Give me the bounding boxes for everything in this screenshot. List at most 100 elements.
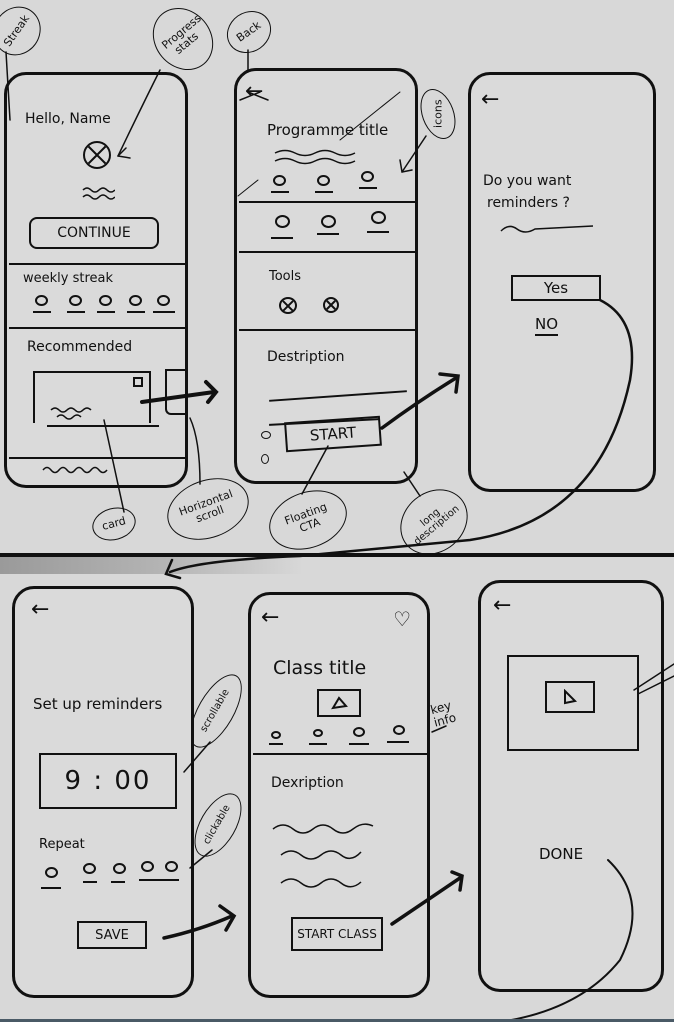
programme-divider-1 [239, 201, 415, 203]
scan-edge [0, 1019, 674, 1022]
annotation-floating-cta-text: Floating CTA [282, 500, 329, 535]
back-arrow-icon[interactable]: ← [31, 597, 50, 622]
favorite-heart-icon[interactable]: ♡ [393, 607, 411, 631]
reminder-question-line-1: Do you want [483, 173, 572, 189]
card-shadow-line [47, 425, 159, 427]
repeat-day-1[interactable] [45, 867, 58, 878]
screen-done: ← DONE [478, 580, 664, 992]
streak-day-2[interactable] [69, 295, 82, 306]
key-info-icon-1-underline [269, 743, 283, 745]
reminder-setup-title: Set up reminders [33, 695, 163, 713]
description-line-1 [269, 390, 407, 402]
done-button[interactable]: DONE [539, 845, 583, 863]
annotation-key-info: key info [429, 696, 467, 730]
start-button-label: START [309, 423, 357, 445]
tools-label: Tools [269, 269, 302, 284]
key-info-icon-3 [353, 727, 365, 737]
key-info-icon-2-underline [309, 743, 327, 745]
programme-title: Programme title [267, 121, 389, 139]
repeat-day-5[interactable] [165, 861, 178, 872]
home-bottom-squiggle [42, 466, 108, 474]
start-button[interactable]: START [284, 415, 382, 453]
programme-subtitle-squiggle [274, 149, 356, 165]
annotation-floating-cta: Floating CTA [260, 480, 356, 560]
streak-day-3[interactable] [99, 295, 112, 306]
annotation-scrollable-text: scrollable [198, 687, 233, 735]
home-divider-2 [9, 327, 185, 329]
yes-button-label: Yes [543, 279, 569, 297]
programme-info-icon-1 [273, 175, 286, 186]
programme-info-icon-2-underline [315, 191, 333, 193]
time-picker-value: 9 : 00 [64, 766, 152, 796]
class-video-thumbnail[interactable] [317, 689, 361, 717]
recommended-label: Recommended [27, 339, 133, 355]
recommended-card[interactable] [33, 371, 151, 423]
back-arrow-icon[interactable]: ← [245, 79, 264, 104]
annotation-clickable-text: clickable [201, 803, 234, 847]
start-class-button[interactable]: START CLASS [291, 917, 383, 951]
annotation-icons: icons [414, 84, 462, 144]
repeat-day-4[interactable] [141, 861, 154, 872]
repeat-day-45-underline [139, 879, 179, 881]
annotation-card-text: card [100, 514, 128, 534]
annotation-clickable: clickable [184, 785, 252, 865]
play-icon [331, 696, 348, 710]
streak-day-4-underline [127, 311, 145, 313]
programme-info-icon-1-underline [271, 191, 289, 193]
annotation-back-text: Back [234, 18, 264, 45]
class-description-squiggles [272, 823, 374, 888]
repeat-day-3[interactable] [113, 863, 126, 874]
class-divider [253, 753, 429, 755]
save-button[interactable]: SAVE [77, 921, 147, 949]
programme-divider-3 [239, 329, 415, 331]
key-info-icon-3-underline [349, 743, 369, 745]
programme-info-icon-3 [361, 171, 374, 182]
next-card-peek[interactable] [165, 369, 185, 415]
programme-stat-icon-1-underline [271, 237, 293, 239]
streak-day-1[interactable] [35, 295, 48, 306]
back-arrow-icon[interactable]: ← [481, 87, 500, 112]
continue-button[interactable]: CONTINUE [29, 217, 159, 249]
home-divider-1 [9, 263, 185, 265]
continue-button-label: CONTINUE [57, 225, 131, 241]
repeat-label: Repeat [39, 837, 85, 852]
yes-button[interactable]: Yes [511, 275, 601, 301]
screen-reminder-prompt: ← Do you want reminders ? Yes NO [468, 72, 656, 492]
streak-day-5-underline [153, 311, 175, 313]
reminder-question-line-2: reminders ? [487, 195, 570, 211]
key-info-icon-4 [393, 725, 405, 735]
key-info-icon-1 [271, 731, 281, 739]
tool-icon-1[interactable] [279, 297, 297, 314]
annotation-streak-text: Streak [1, 12, 33, 50]
streak-day-4[interactable] [129, 295, 142, 306]
programme-stat-icon-2-underline [317, 233, 339, 235]
save-button-label: SAVE [95, 927, 129, 943]
repeat-day-3-underline [111, 881, 125, 883]
paper-fold-shadow [0, 556, 674, 574]
annotation-card: card [88, 502, 140, 546]
back-arrow-icon[interactable]: ← [493, 593, 512, 618]
programme-divider-2 [239, 251, 415, 253]
media-player-frame[interactable] [507, 655, 639, 751]
annotation-progress-stats-text: Progress stats [159, 12, 204, 57]
page-dot-1 [261, 431, 271, 439]
repeat-day-1-underline [41, 887, 61, 889]
time-picker[interactable]: 9 : 00 [39, 753, 177, 809]
annotation-streak: Streak [0, 0, 51, 65]
no-button[interactable]: NO [535, 315, 559, 336]
streak-day-5[interactable] [157, 295, 170, 306]
weekly-streak-label: weekly streak [23, 271, 114, 286]
card-text-squiggle [50, 407, 92, 420]
repeat-day-2[interactable] [83, 863, 96, 874]
screen-programme: ← Programme title Tools Destription STAR… [234, 68, 418, 484]
streak-day-3-underline [97, 311, 115, 313]
programme-info-icon-2 [317, 175, 330, 186]
back-arrow-icon[interactable]: ← [261, 605, 280, 630]
card-bookmark-icon[interactable] [133, 377, 143, 387]
progress-stats-icon [83, 141, 111, 169]
description-label: Destription [267, 349, 345, 365]
play-button[interactable] [545, 681, 595, 713]
row-separator-line [0, 553, 674, 557]
tool-icon-2[interactable] [323, 297, 339, 313]
home-divider-3 [9, 457, 185, 459]
